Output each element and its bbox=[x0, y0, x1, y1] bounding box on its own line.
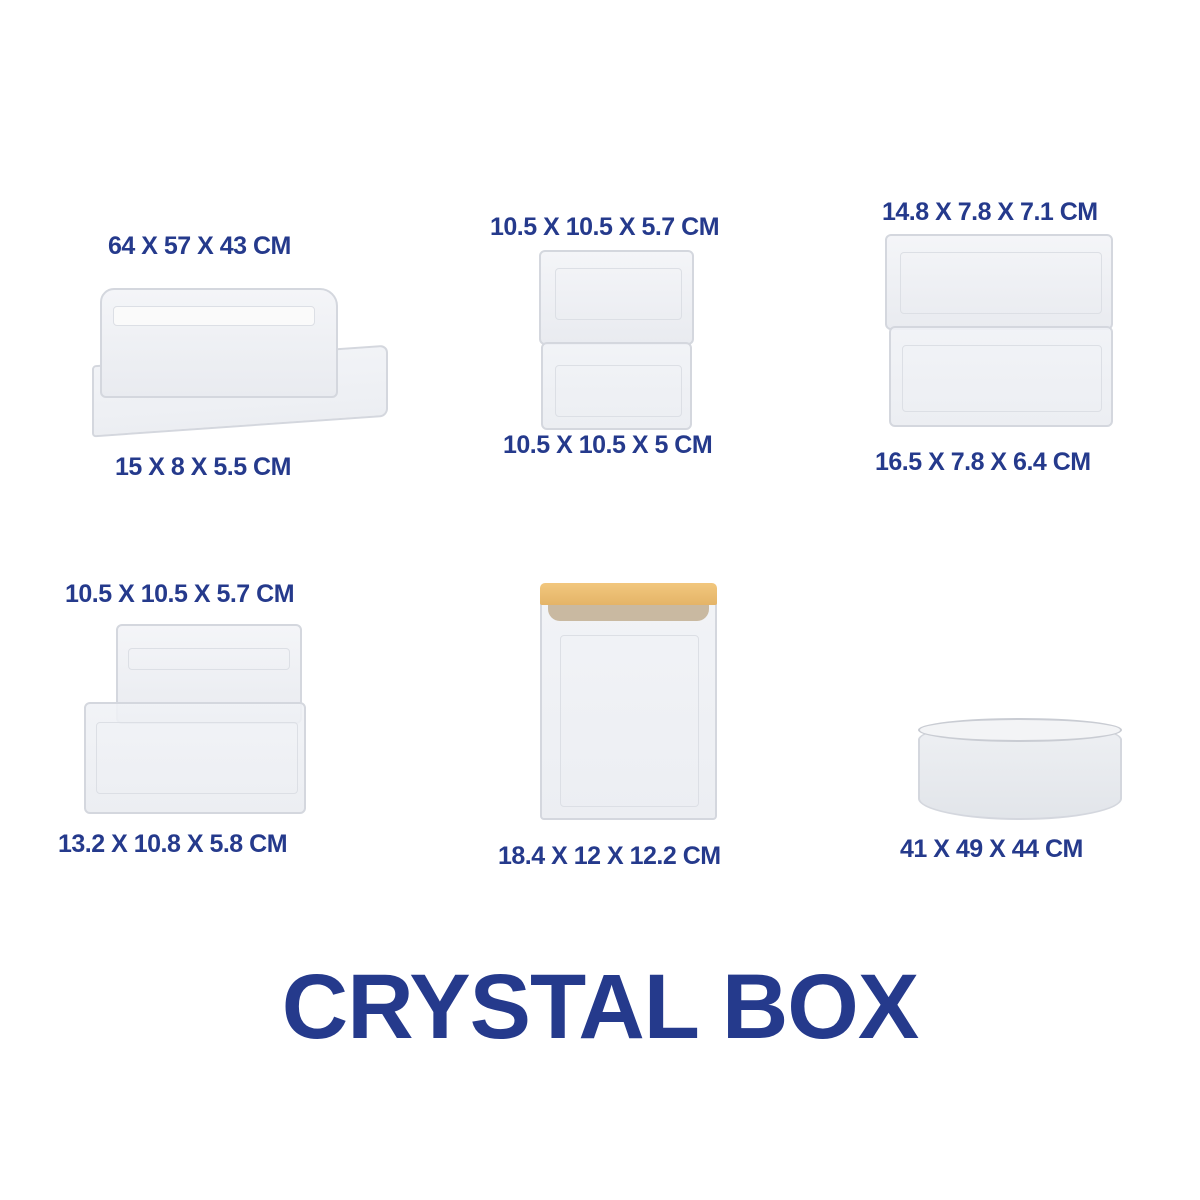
jar-lid bbox=[540, 583, 717, 605]
page-title: CRYSTAL BOX bbox=[281, 956, 919, 1058]
product-3-bottom-label: 16.5 X 7.8 X 6.4 CM bbox=[875, 448, 1091, 476]
product-4-bottom-label: 13.2 X 10.8 X 5.8 CM bbox=[58, 830, 288, 858]
product-1-bottom-label: 15 X 8 X 5.5 CM bbox=[115, 453, 291, 481]
product-3-top-label: 14.8 X 7.8 X 7.1 CM bbox=[882, 198, 1098, 226]
product-4-top-label: 10.5 X 10.5 X 5.7 CM bbox=[65, 580, 295, 608]
product-2-bottom-label: 10.5 X 10.5 X 5 CM bbox=[503, 431, 713, 459]
product-6-bottom-label: 41 X 49 X 44 CM bbox=[900, 835, 1083, 863]
product-2-top-label: 10.5 X 10.5 X 5.7 CM bbox=[490, 213, 720, 241]
product-5-bottom-label: 18.4 X 12 X 12.2 CM bbox=[498, 842, 721, 870]
product-1-top-label: 64 X 57 X 43 CM bbox=[108, 232, 291, 260]
